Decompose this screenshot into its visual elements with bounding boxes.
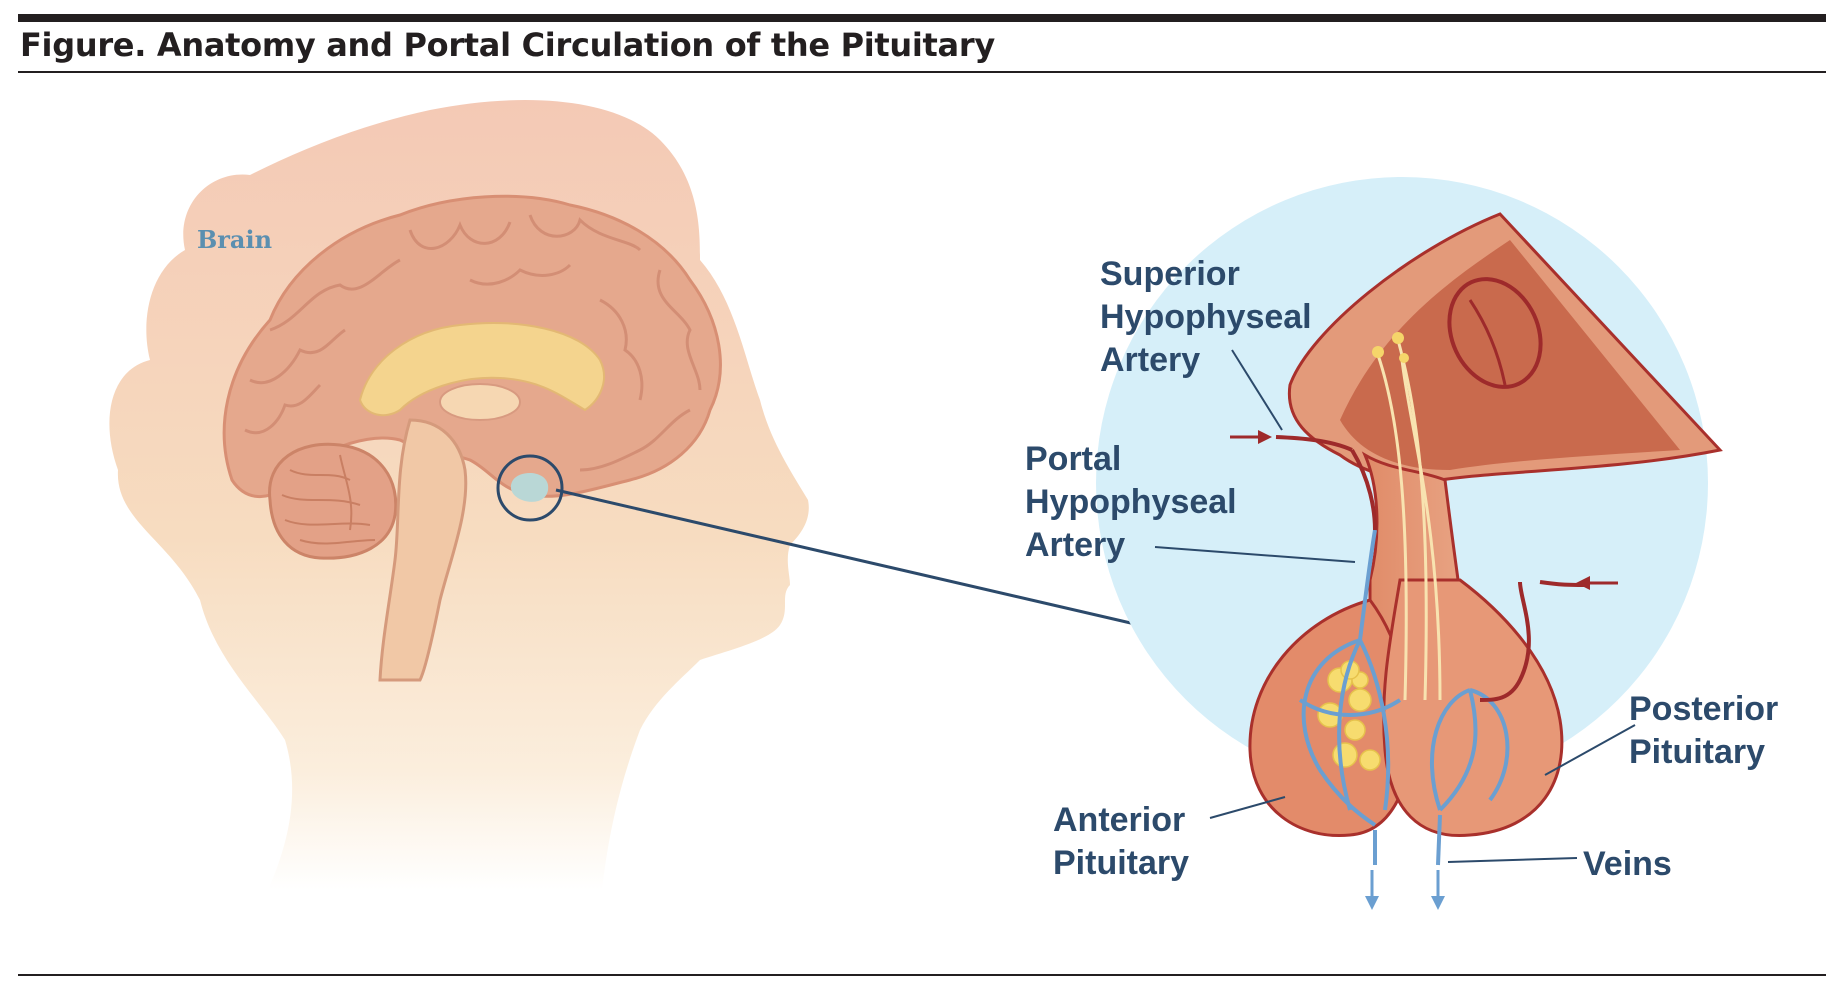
pituitary-zoom-circle <box>496 454 564 522</box>
artery-inflow-arrow-left <box>1230 430 1272 444</box>
nerve-fibres <box>1376 339 1442 701</box>
zoom-connector-line <box>555 488 1136 626</box>
brain-gyri <box>244 214 702 472</box>
superior-hypophyseal-artery-label: Superior Hypophyseal Artery <box>1100 255 1321 379</box>
anterior-pituitary-label: Anterior Pituitary <box>1053 801 1195 882</box>
posterior-pituitary-label: Posterior Pituitary <box>1629 690 1788 771</box>
portal-hypophyseal-artery-label: Portal Hypophyseal Artery <box>1025 440 1246 564</box>
pituitary-small <box>510 473 549 502</box>
brain-label: Brain <box>197 225 272 254</box>
leader-lines <box>1154 349 1636 863</box>
bottom-rule <box>18 974 1826 976</box>
portal-vessels <box>1298 529 1510 866</box>
hypothalamus-inner <box>1340 240 1680 470</box>
brainstem <box>378 418 468 682</box>
thalamus <box>439 383 521 421</box>
neuron-bodies <box>1372 332 1409 363</box>
veins-label: Veins <box>1583 845 1672 883</box>
artery-inflow-arrow-right <box>1576 576 1618 590</box>
corpus-callosum <box>358 322 605 417</box>
cerebellum-folia <box>281 454 376 545</box>
top-rule <box>18 14 1826 22</box>
title-rule <box>18 71 1826 73</box>
figure-title: Figure. Anatomy and Portal Circulation o… <box>20 26 995 64</box>
vein-outflow-arrows <box>1365 870 1445 910</box>
hypothalamic-nucleus <box>1447 277 1543 389</box>
